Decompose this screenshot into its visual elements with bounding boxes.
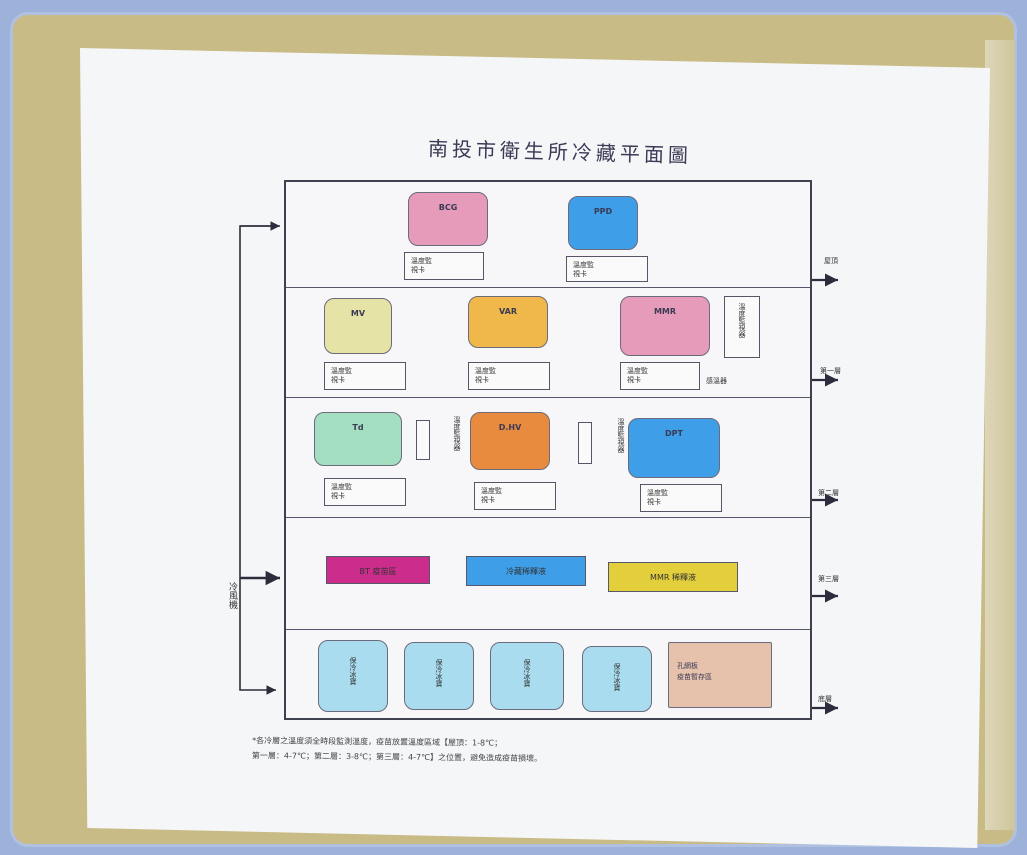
vaccine-box-ppd: PPD	[568, 196, 638, 250]
vaccine-box-mmr: MMR	[620, 296, 710, 356]
vaccine-box-mv: MV	[324, 298, 392, 354]
connector-block	[578, 422, 592, 464]
vaccine-box-dhv: D.HV	[470, 412, 550, 470]
return-air-line	[239, 225, 276, 695]
temp-card: 溫度監視卡	[324, 478, 406, 506]
temp-card: 溫度監視卡	[640, 484, 722, 512]
sensor-label: 感溫器	[706, 377, 727, 385]
fridge-plan: BCG 溫度監視卡 PPD 溫度監視卡 MV 溫度監視卡 VAR 溫度監視卡 M…	[284, 180, 812, 720]
cold-fan-label: 冷風機	[227, 582, 237, 609]
staging-area: 孔網板 疫苗暫存區	[668, 642, 772, 708]
vaccine-box-td: Td	[314, 412, 402, 466]
floor-third-layer: BT 疫苗區 冷藏稀釋液 MMR 稀釋液	[286, 518, 810, 630]
connector-label: 溫度監視器	[617, 418, 625, 453]
exit-label-roof: 屋頂	[824, 257, 838, 265]
ice-pack: 保冷冰寶	[404, 642, 474, 710]
ice-pack: 保冷冰寶	[582, 646, 652, 712]
temp-card: 溫度監視卡	[324, 362, 406, 390]
temp-card: 溫度監視卡	[620, 362, 700, 390]
exit-label-first: 第一層	[820, 367, 841, 375]
footnote: *各冷層之溫度須全時段監測溫度，疫苗放置溫度區域【屋頂：1-8℃； 第一層：4-…	[251, 736, 543, 764]
floor-first-layer: MV 溫度監視卡 VAR 溫度監視卡 MMR 溫度監視卡 溫度監視器 感溫器	[286, 288, 810, 398]
tray-diluent: 冷藏稀釋液	[466, 556, 586, 586]
floor-bottom: 保冷冰寶 保冷冰寶 保冷冰寶 保冷冰寶 孔網板 疫苗暫存區	[286, 630, 810, 718]
exit-label-third: 第三層	[818, 575, 839, 583]
ice-pack: 保冷冰寶	[490, 642, 564, 710]
exit-label-second: 第二層	[818, 489, 839, 497]
wall-background	[985, 40, 1015, 830]
floor-roof: BCG 溫度監視卡 PPD 溫度監視卡	[286, 182, 810, 288]
temp-card: 溫度監視卡	[468, 362, 550, 390]
vaccine-box-dpt: DPT	[628, 418, 720, 478]
temp-monitor-box: 溫度監視器	[724, 296, 760, 358]
tray-mmr-diluent: MMR 稀釋液	[608, 562, 738, 592]
ice-pack: 保冷冰寶	[318, 640, 388, 712]
temp-card: 溫度監視卡	[566, 256, 648, 282]
temp-card: 溫度監視卡	[404, 252, 484, 280]
connector-label: 溫度監視器	[453, 416, 461, 451]
temp-card: 溫度監視卡	[474, 482, 556, 510]
vaccine-box-var: VAR	[468, 296, 548, 348]
tray-bt: BT 疫苗區	[326, 556, 430, 584]
connector-block	[416, 420, 430, 460]
vaccine-box-bcg: BCG	[408, 192, 488, 246]
floor-second-layer: Td 溫度監視卡 溫度監視器 D.HV 溫度監視卡 溫度監視器 DPT 溫度監視…	[286, 398, 810, 518]
exit-label-bottom: 底層	[818, 695, 832, 703]
